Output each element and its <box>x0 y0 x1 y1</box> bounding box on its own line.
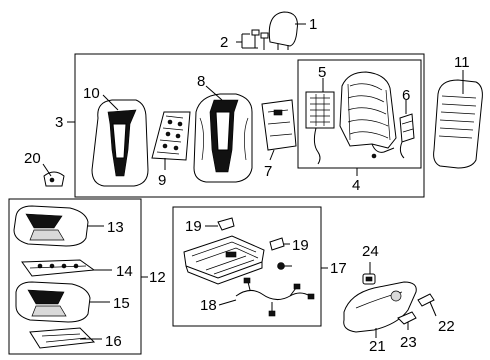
seat-frame-bracket-upper <box>217 217 235 231</box>
callout-19-side: 19 <box>292 237 309 254</box>
callout-19-upper: 19 <box>185 218 202 235</box>
trim-clip <box>43 171 65 187</box>
headrest <box>268 11 298 50</box>
seat-back-pad <box>193 93 253 183</box>
seat-wiring-harness <box>235 277 315 317</box>
callout-21: 21 <box>369 338 386 355</box>
mounting-bolt <box>277 262 292 270</box>
seat-back-heater-pad <box>151 111 191 161</box>
seat-adjust-knob <box>397 311 417 330</box>
seat-cushion-board <box>29 327 96 349</box>
seat-cushion-heater-pad <box>21 259 96 277</box>
seat-side-shield <box>343 281 417 333</box>
headrest-guides <box>251 29 269 50</box>
callout-4: 4 <box>352 177 360 194</box>
callout-20: 20 <box>24 150 41 167</box>
frame-subgroup-box <box>297 59 422 169</box>
callout-7: 7 <box>264 163 272 180</box>
seat-cushion-cover <box>13 205 89 247</box>
callout-3: 3 <box>55 114 63 131</box>
callout-9: 9 <box>158 172 166 189</box>
seat-cushion-pad <box>15 281 91 323</box>
callout-1: 1 <box>309 16 317 33</box>
callout-5: 5 <box>318 64 326 81</box>
callout-24: 24 <box>362 243 379 260</box>
seat-back-board <box>261 99 297 151</box>
seat-frame-group-box <box>172 206 322 327</box>
callout-13: 13 <box>107 219 124 236</box>
lumbar-support <box>305 91 335 165</box>
seat-back-cover <box>91 99 149 187</box>
callout-17: 17 <box>330 260 347 277</box>
callout-10: 10 <box>83 85 100 102</box>
seat-back-group-box <box>74 53 425 198</box>
callout-11: 11 <box>454 54 470 71</box>
callout-12: 12 <box>149 269 166 286</box>
seat-frame-bracket-side <box>269 237 285 251</box>
recliner-lever <box>417 293 435 307</box>
seat-track-frame <box>183 235 265 285</box>
side-airbag-module <box>399 113 415 159</box>
seat-back-rear-panel <box>433 79 483 169</box>
callout-22: 22 <box>438 318 455 335</box>
callout-15: 15 <box>113 295 130 312</box>
callout-6: 6 <box>402 87 410 104</box>
callout-23: 23 <box>400 334 417 351</box>
callout-16: 16 <box>105 333 122 350</box>
callout-18: 18 <box>200 297 217 314</box>
callout-2: 2 <box>220 34 228 51</box>
callout-8: 8 <box>197 73 205 90</box>
callout-14: 14 <box>116 263 133 280</box>
seat-back-frame <box>339 71 397 159</box>
seat-switch <box>362 273 376 285</box>
